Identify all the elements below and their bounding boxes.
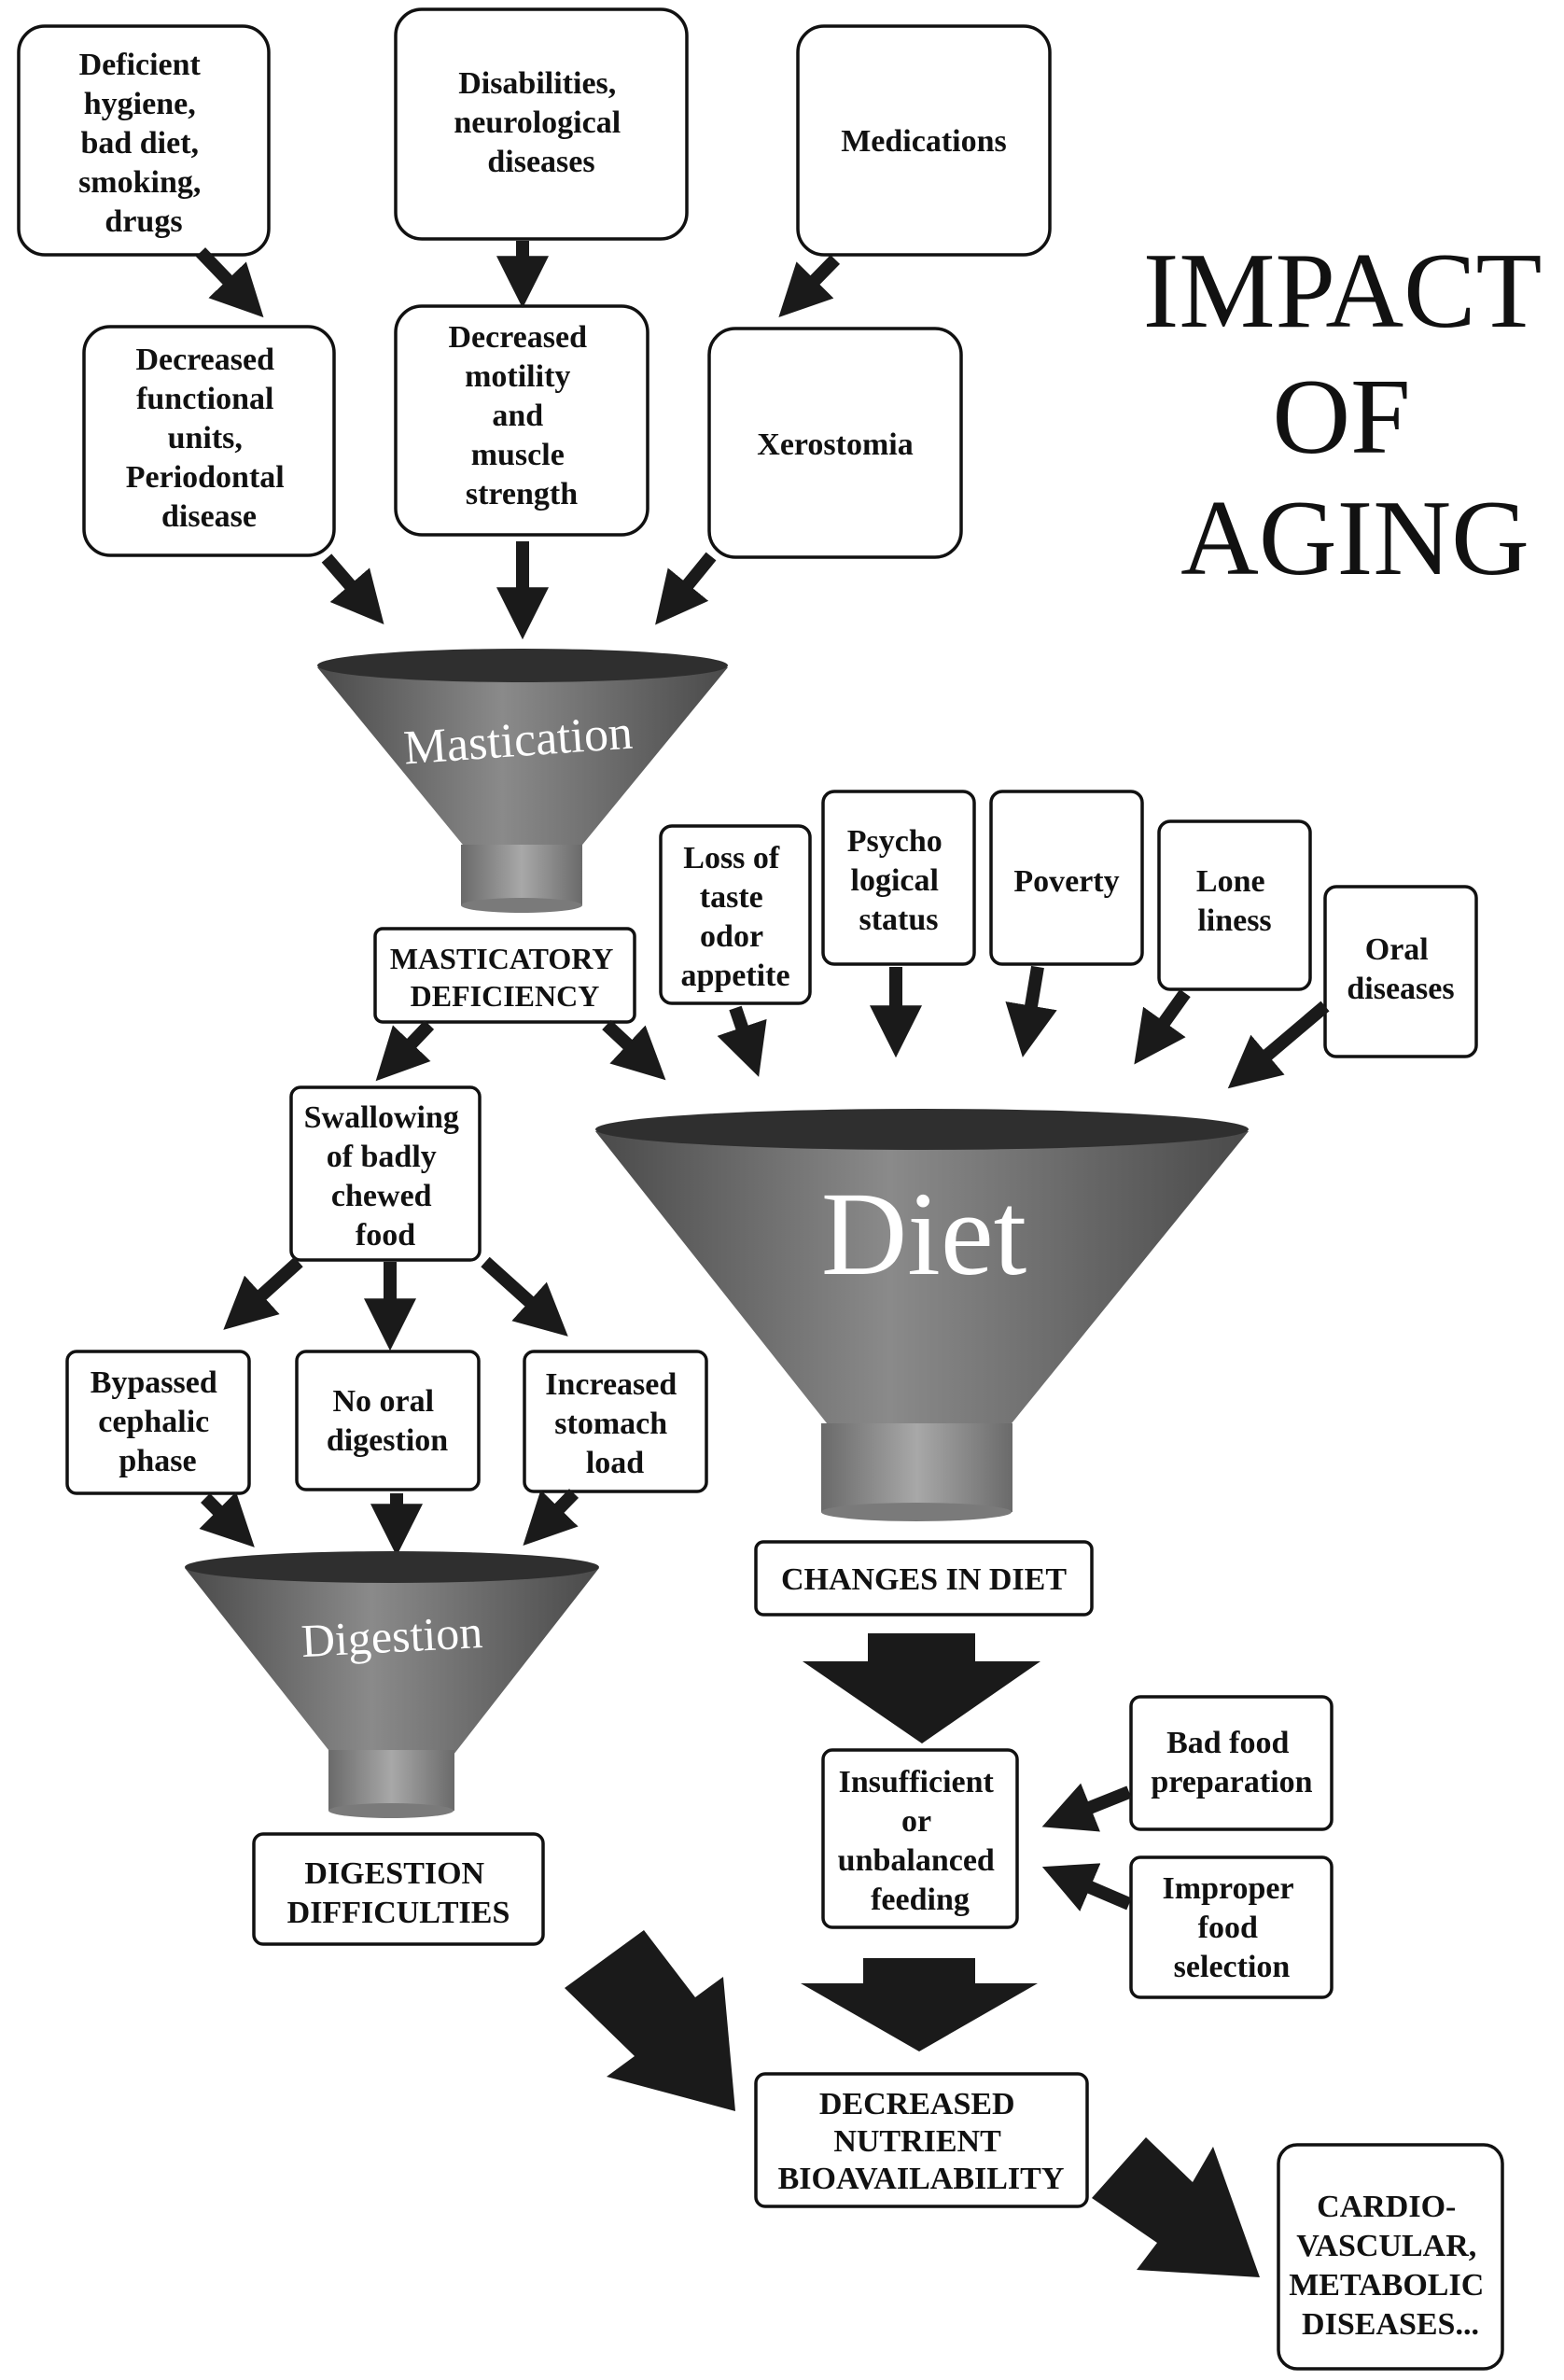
arrow (223, 1256, 303, 1330)
factor-stomach-box: Increased stomach load (523, 1350, 708, 1493)
svg-text:Bypassed cephalic: Bypassed cephalic phase (91, 1365, 226, 1478)
factor-loneliness-box: Lone liness (1157, 819, 1312, 991)
svg-text:Insufficient or un: Insufficient or unbalanced feeding (838, 1765, 1003, 1917)
title-line: OF (1272, 357, 1410, 477)
svg-text:Improper food sele: Improper food selection (1163, 1871, 1302, 1984)
title-line: IMPACT (1143, 231, 1541, 351)
svg-text:CHANGES IN DIET: CHANGES IN DIET (781, 1562, 1067, 1597)
factor-poverty-box: Poverty (989, 790, 1144, 966)
svg-text:Swallowing of badly: Swallowing of badly chewed food (304, 1100, 468, 1253)
factor-psychological-box: Psycho logical status (821, 790, 976, 966)
arrow (655, 552, 717, 625)
insufficient-feeding-box: Insufficient or unbalanced feeding (821, 1748, 1019, 1929)
title-line: AGING (1180, 479, 1529, 598)
big-diagonal-arrow (565, 1930, 735, 2111)
digestion-label: Digestion (300, 1605, 483, 1667)
arrow (1041, 1863, 1132, 1911)
svg-text:Lone liness: Lone liness (1196, 864, 1273, 938)
svg-text:Decreased functional: Decreased functional units, Periodontal … (126, 343, 292, 534)
svg-text:Deficient hygiene,: Deficient hygiene, bad diet, smoking, dr… (78, 48, 209, 239)
arrow (481, 1256, 568, 1337)
arrow (717, 1005, 767, 1077)
bad-preparation-box: Bad food preparation (1129, 1695, 1334, 1831)
diet-funnel: Diet (595, 1109, 1249, 1521)
svg-text:DECREASED NUTRIENT: DECREASED NUTRIENT BIOAVAILABILITY (778, 2087, 1065, 2196)
big-down-arrow (803, 1633, 1040, 1743)
arrow (523, 1489, 580, 1547)
digestion-funnel: Digestion (185, 1551, 599, 1818)
arrow (1005, 965, 1057, 1057)
motility-box: Decreased motility and muscle strength (394, 304, 649, 537)
arrow (602, 1019, 666, 1081)
big-diagonal-arrow (1092, 2137, 1260, 2277)
cause-hygiene-box: Deficient hygiene, bad diet, smoking, dr… (17, 24, 271, 257)
svg-text:MASTICATORY DEFICIENCY: MASTICATORY DEFICIENCY (390, 942, 620, 1013)
diseases-box: CARDIO- VASCULAR, METABOLIC DISEASES... (1277, 2143, 1504, 2371)
svg-text:Loss of taste odor: Loss of taste odor appetite (680, 841, 789, 993)
svg-text:Poverty: Poverty (1013, 864, 1119, 899)
diagram-title: IMPACT OF AGING (1143, 231, 1564, 598)
decreased-bioavailability-box: DECREASED NUTRIENT BIOAVAILABILITY (754, 2072, 1089, 2208)
factor-oral-diseases-box: Oral diseases (1323, 885, 1478, 1058)
diet-label: Diet (821, 1168, 1026, 1300)
svg-text:Increased stomach: Increased stomach load (545, 1367, 685, 1480)
factor-cephalic-box: Bypassed cephalic phase (65, 1350, 251, 1495)
svg-text:Oral diseases: Oral diseases (1347, 932, 1454, 1006)
svg-text:Decreased motility: Decreased motility and muscle strength (448, 320, 594, 511)
cause-disabilities-box: Disabilities, neurological diseases (394, 7, 689, 241)
functional-units-box: Decreased functional units, Periodontal … (82, 325, 336, 557)
xerostomia-box: Xerostomia (707, 327, 963, 559)
big-down-arrow (801, 1958, 1038, 2051)
svg-text:Bad food preparation: Bad food preparation (1151, 1726, 1312, 1799)
cause-medications-box: Medications (796, 24, 1052, 257)
arrow (1134, 988, 1191, 1065)
arrow (321, 553, 384, 625)
arrow (778, 255, 841, 318)
mastication-funnel: Mastication (317, 649, 728, 913)
svg-text:Psycho logical sta: Psycho logical status (847, 824, 951, 937)
digestion-difficulties-box: DIGESTION DIFFICULTIES (252, 1832, 545, 1946)
arrow (1227, 1001, 1330, 1089)
arrow (195, 247, 264, 318)
factor-taste-box: Loss of taste odor appetite (659, 824, 812, 1005)
svg-text:CARDIO- VASCULAR,: CARDIO- VASCULAR, METABOLIC DISEASES... (1289, 2190, 1492, 2342)
arrow (199, 1491, 255, 1547)
swallowing-box: Swallowing of badly chewed food (289, 1085, 482, 1262)
arrow (1041, 1783, 1132, 1832)
svg-text:Xerostomia: Xerostomia (757, 427, 913, 462)
svg-text:No oral digestion: No oral digestion (327, 1384, 448, 1458)
factor-no-oral-box: No oral digestion (295, 1350, 481, 1491)
svg-text:Medications: Medications (841, 124, 1007, 159)
arrow (375, 1020, 435, 1082)
svg-text:DIGESTION DIFFICULTIES: DIGESTION DIFFICULTIES (287, 1856, 510, 1930)
svg-text:Disabilities, neurologic: Disabilities, neurological diseases (454, 66, 628, 179)
masticatory-deficiency-box: MASTICATORY DEFICIENCY (373, 927, 636, 1024)
improper-selection-box: Improper food selection (1129, 1855, 1334, 1999)
changes-in-diet-box: CHANGES IN DIET (754, 1540, 1094, 1617)
